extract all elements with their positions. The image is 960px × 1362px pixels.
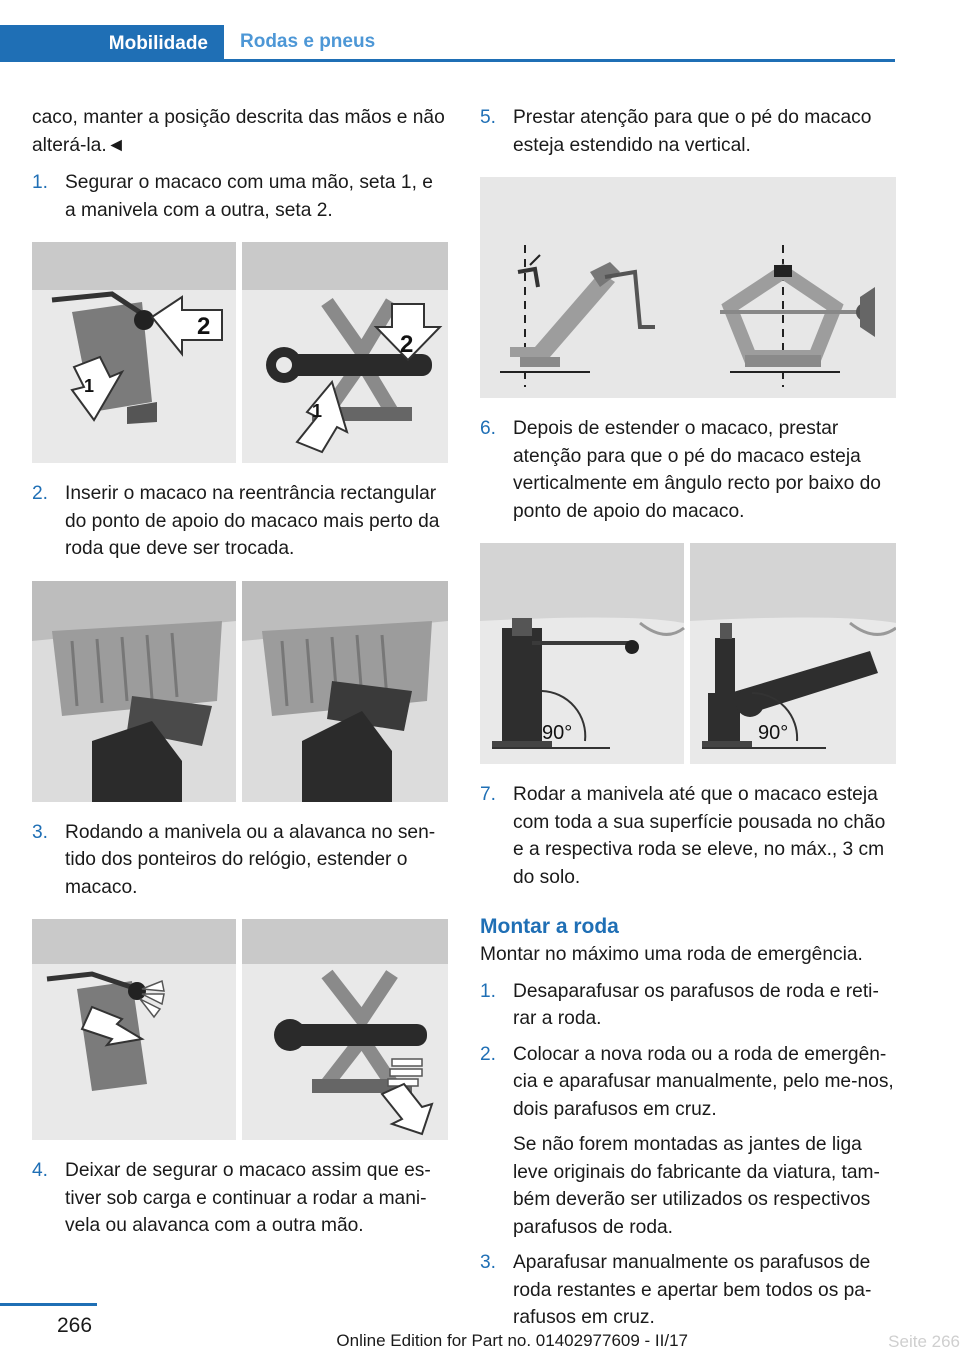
- figure-jack-vertical: [480, 177, 896, 398]
- step-2: 2. Inserir o macaco na reentrância recta…: [32, 480, 448, 563]
- step-text: Se não forem montadas as jantes de liga …: [513, 1134, 880, 1238]
- angle-label: 90°: [542, 722, 572, 744]
- step-text: Inserir o macaco na reentrância rectangu…: [65, 483, 440, 559]
- right-column: 5. Prestar atenção para que o pé do maca…: [480, 104, 896, 1332]
- step-text: Depois de estender o macaco, prestar ate…: [513, 418, 881, 522]
- step-text: Deixar de segurar o macaco assim que es-…: [65, 1160, 431, 1236]
- step-number: 3.: [32, 821, 49, 843]
- section-title: Montar a roda: [480, 915, 619, 938]
- step-text: Colocar a nova roda ou a roda de emergên…: [513, 1043, 894, 1120]
- mount-step-2-note: Se não forem montadas as jantes de liga …: [480, 1131, 896, 1241]
- arrow-label: 1: [84, 376, 94, 396]
- step-text: Prestar atenção para que o pé do macaco …: [513, 107, 872, 156]
- step-text: Desaparafusar os parafusos de roda e ret…: [513, 980, 879, 1030]
- step-text: Rodando a manivela ou a alavanca no sen-…: [65, 821, 436, 898]
- figure-right-angle: 90° 90°: [480, 543, 896, 764]
- step-4: 4. Deixar de segurar o macaco assim que …: [32, 1157, 448, 1240]
- step-number: 1.: [32, 172, 49, 193]
- tab-mobilidade[interactable]: Mobilidade: [0, 25, 224, 62]
- step-7: 7. Rodar a manivela até que o macaco est…: [480, 781, 896, 891]
- mount-step-2: 2. Colocar a nova roda ou a roda de emer…: [480, 1041, 896, 1124]
- watermark: Seite 266: [888, 1332, 960, 1351]
- tab-rodas-e-pneus[interactable]: Rodas e pneus: [240, 31, 376, 52]
- left-column: caco, manter a posição descrita das mãos…: [32, 104, 448, 1240]
- arrow-label: 2: [400, 331, 413, 358]
- step-5: 5. Prestar atenção para que o pé do maca…: [480, 104, 896, 159]
- step-3: 3. Rodando a manivela ou a alavanca no s…: [32, 819, 448, 902]
- angle-label: 90°: [758, 722, 788, 744]
- step-number: 1.: [480, 980, 497, 1002]
- arrow-label: 2: [197, 313, 210, 340]
- step-number: 5.: [480, 107, 497, 128]
- step-1: 1. Segurar o macaco com uma mão, seta 1,…: [32, 169, 448, 224]
- step-number: 4.: [32, 1160, 49, 1181]
- step-number: 2.: [32, 483, 49, 504]
- mount-step-1: 1. Desaparafusar os parafusos de roda e …: [480, 978, 896, 1033]
- step-number: 2.: [480, 1043, 497, 1065]
- step-number: [480, 1131, 513, 1241]
- arrow-label: 1: [312, 401, 322, 421]
- figure-hold-jack: 2 1 2 1: [32, 242, 448, 463]
- header-tabbar: Mobilidade Rodas e pneus: [0, 25, 895, 62]
- step-text: Aparafusar manualmente os parafusos de r…: [513, 1252, 872, 1328]
- page-number: 266: [57, 1314, 93, 1337]
- mount-step-3: 3. Aparafusar manualmente os parafusos d…: [480, 1249, 896, 1332]
- step-text: Segurar o macaco com uma mão, seta 1, e …: [65, 172, 433, 221]
- step-6: 6. Depois de estender o macaco, prestar …: [480, 415, 896, 525]
- step-number: 3.: [480, 1252, 497, 1273]
- footer-rule: [0, 1303, 97, 1306]
- step-number: 7.: [480, 784, 497, 805]
- step-number: 6.: [480, 418, 497, 439]
- step-text: Rodar a manivela até que o macaco esteja…: [513, 784, 886, 888]
- edition-note: Online Edition for Part no. 01402977609 …: [336, 1331, 688, 1350]
- intro-paragraph: caco, manter a posição descrita das mãos…: [32, 107, 445, 156]
- figure-extend-jack: [32, 919, 448, 1140]
- section-intro: Montar no máximo uma roda de emergência.: [480, 944, 863, 965]
- figure-insert-jack: [32, 580, 448, 802]
- header-rule: [0, 59, 895, 62]
